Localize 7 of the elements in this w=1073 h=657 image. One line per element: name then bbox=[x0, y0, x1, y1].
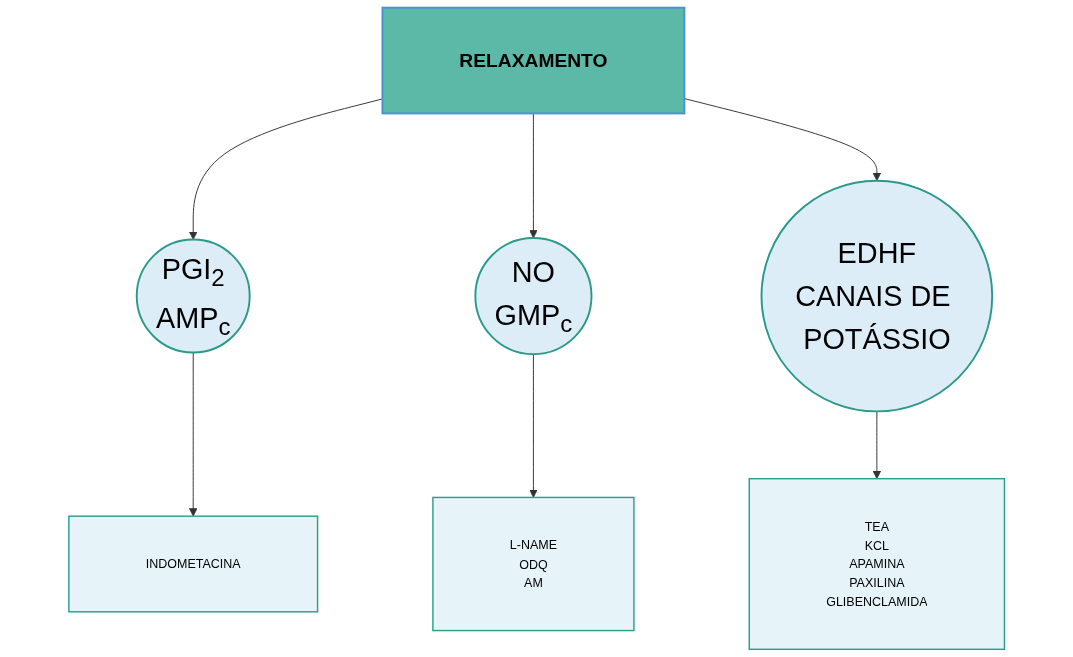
node-circle: NO GMP$_{c}$ bbox=[474, 237, 593, 356]
node-circle: EDHF CANAIS DE POTÁSSIO bbox=[760, 179, 993, 413]
node-box: L-NAME ODQ AM bbox=[432, 496, 635, 632]
node-box: RELAXAMENTO bbox=[381, 6, 686, 115]
node-box: INDOMETACINA bbox=[68, 515, 319, 613]
node-circle: PGI$_{2}$ AMP$_{c}$ bbox=[135, 238, 251, 354]
node-box: TEA KCL APAMINA PAXILINA GLIBENCLAMIDA bbox=[748, 477, 1005, 651]
